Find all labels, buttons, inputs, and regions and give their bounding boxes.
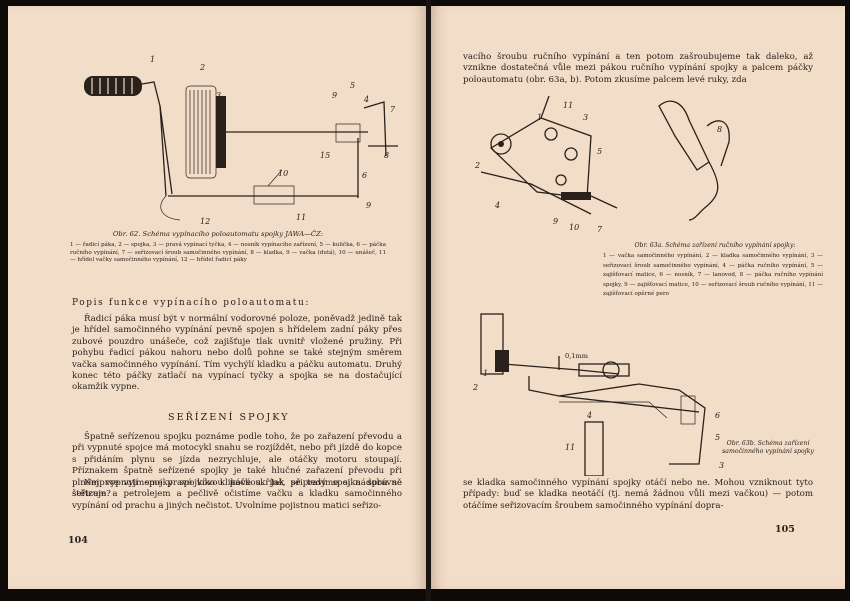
figure-63a-caption: Obr. 63a. Schéma zařízení ručního vypíná… bbox=[634, 242, 796, 249]
section-adjustment-paragraph-1: Špatně seřízenou spojku poznáme podle to… bbox=[72, 432, 402, 500]
svg-text:1: 1 bbox=[483, 369, 488, 378]
svg-text:2: 2 bbox=[199, 63, 205, 72]
svg-text:9: 9 bbox=[332, 91, 337, 100]
svg-text:11: 11 bbox=[565, 443, 575, 452]
svg-text:11: 11 bbox=[296, 213, 306, 222]
section-heading-adjustment: SEŘÍZENÍ SPOJKY bbox=[168, 412, 290, 423]
svg-text:1: 1 bbox=[537, 113, 542, 122]
svg-text:5: 5 bbox=[597, 147, 602, 156]
svg-text:2: 2 bbox=[474, 161, 480, 170]
section-heading-function: Popis funkce vypínacího poloautomatu: bbox=[72, 298, 311, 308]
figure-62-legend: 1 — řadicí páka, 2 — spojka, 3 — pravá v… bbox=[70, 242, 386, 264]
figure-63b-diagram: 0,1mm 1 2 3 4 5 6 11 bbox=[472, 313, 724, 476]
svg-text:8: 8 bbox=[384, 151, 389, 160]
figure-63a-handle: 8 bbox=[658, 100, 730, 221]
page-number-right: 105 bbox=[775, 524, 795, 535]
svg-text:7: 7 bbox=[390, 105, 396, 114]
figure-63a-legend: 1 — vačka samočinného vypínání, 2 — klad… bbox=[603, 253, 823, 298]
left-page: 1 2 3 4 5 7 9 15 8 6 9 10 11 12 Obr. 62.… bbox=[8, 6, 426, 589]
book-gutter bbox=[426, 0, 431, 601]
svg-text:12: 12 bbox=[200, 217, 210, 226]
svg-text:5: 5 bbox=[715, 433, 720, 442]
svg-text:10: 10 bbox=[278, 169, 288, 178]
svg-text:15: 15 bbox=[320, 151, 330, 160]
right-top-text: vacího šroubu ručního vypínání a ten pot… bbox=[463, 52, 813, 85]
svg-text:4: 4 bbox=[363, 95, 369, 104]
svg-text:6: 6 bbox=[715, 411, 720, 420]
svg-text:3: 3 bbox=[216, 91, 221, 100]
figure-63b-caption: Obr. 63b. Schéma zařízení samočinného vy… bbox=[722, 440, 814, 455]
svg-text:3: 3 bbox=[583, 113, 588, 122]
svg-text:4: 4 bbox=[586, 411, 592, 420]
lever-grip bbox=[84, 76, 142, 96]
page-number-left: 104 bbox=[68, 535, 88, 546]
svg-text:4: 4 bbox=[494, 201, 500, 210]
svg-text:9: 9 bbox=[366, 201, 371, 210]
svg-text:5: 5 bbox=[350, 81, 355, 90]
svg-text:11: 11 bbox=[563, 101, 573, 110]
svg-text:10: 10 bbox=[569, 223, 579, 232]
svg-text:9: 9 bbox=[553, 217, 558, 226]
svg-text:1: 1 bbox=[150, 55, 155, 64]
svg-text:8: 8 bbox=[717, 125, 722, 134]
right-page: vacího šroubu ručního vypínání a ten pot… bbox=[431, 6, 845, 589]
section-function-text: Řadicí páka musí být v normální vodorovn… bbox=[72, 314, 402, 393]
svg-text:6: 6 bbox=[362, 171, 367, 180]
svg-text:7: 7 bbox=[597, 225, 603, 234]
svg-text:0,1mm: 0,1mm bbox=[565, 352, 589, 360]
figure-62-caption: Obr. 62. Schéma vypínacího poloautomatu … bbox=[112, 230, 324, 238]
svg-text:3: 3 bbox=[719, 461, 724, 470]
section-adjustment-paragraph-2: Nejprve vyjmeme pravé víko klikové skřín… bbox=[72, 478, 402, 511]
svg-text:2: 2 bbox=[472, 383, 478, 392]
right-bottom-text: se kladka samočinného vypínání spojky ot… bbox=[463, 478, 813, 511]
figure-63a-diagram: 1 2 3 4 5 9 10 11 7 bbox=[474, 95, 618, 234]
figure-62-diagram: 1 2 3 4 5 7 9 15 8 6 9 10 11 12 bbox=[84, 55, 398, 226]
